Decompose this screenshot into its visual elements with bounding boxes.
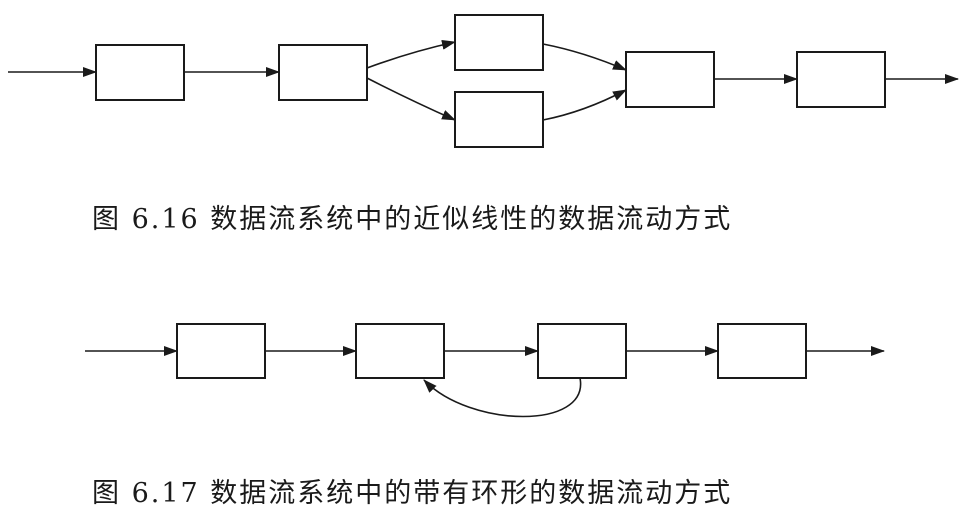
linear-flow-join-upper-arrow — [542, 43, 627, 71]
loop-flow-node-3 — [537, 323, 627, 379]
linear-flow-node-2 — [278, 44, 368, 101]
figure-6-16-linear-flow: 图 6.16 数据流系统中的近似线性的数据流动方式 — [8, 14, 959, 235]
loop-flow-node-2 — [355, 323, 445, 379]
linear-flow-output-node — [796, 51, 886, 108]
linear-flow-join-lower-arrow — [542, 89, 627, 121]
loop-flow-node-4 — [717, 323, 807, 379]
figure-6-17-caption: 图 6.17 数据流系统中的带有环形的数据流动方式 — [92, 478, 732, 509]
figure-6-16-caption: 图 6.16 数据流系统中的近似线性的数据流动方式 — [92, 204, 732, 235]
linear-flow-merge-node — [625, 51, 715, 108]
loop-flow-node-1 — [176, 323, 266, 379]
linear-flow-split-lower-arrow — [366, 77, 456, 121]
figure-6-17-loop-flow: 图 6.17 数据流系统中的带有环形的数据流动方式 — [85, 323, 885, 509]
linear-flow-branch-lower-node — [454, 91, 544, 148]
loop-flow-feedback-arrow — [423, 377, 582, 418]
linear-flow-node-1 — [95, 44, 185, 101]
linear-flow-branch-upper-node — [454, 14, 544, 71]
linear-flow-split-upper-arrow — [366, 39, 456, 69]
